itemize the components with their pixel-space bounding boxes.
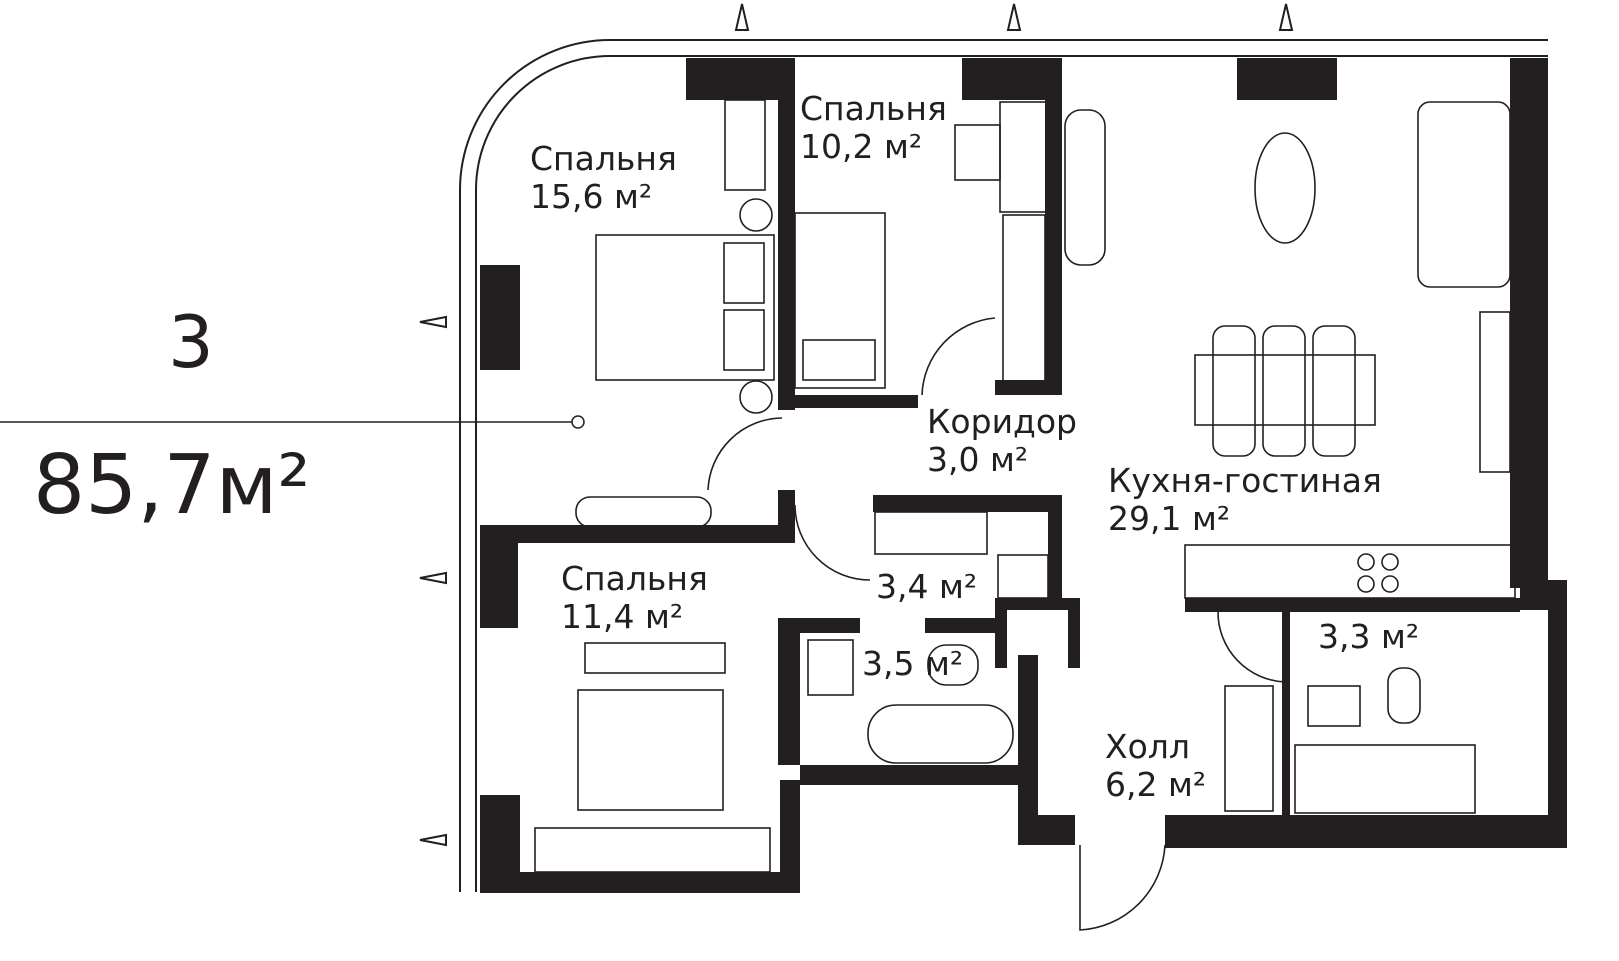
room-label-wardrobe: 3,4 м² (876, 567, 978, 606)
room-label-bathroom-2: 3,3 м² (1318, 617, 1420, 656)
area-pointer (0, 415, 585, 429)
dining-table (1194, 354, 1376, 426)
sofa (1417, 101, 1511, 288)
bed-bedroom-1 (595, 234, 775, 381)
bed-bedroom-3 (577, 689, 724, 811)
bed-bedroom-2 (794, 212, 886, 389)
kitchen-counter (1184, 544, 1516, 599)
furniture (534, 99, 1516, 931)
facade-windows (419, 3, 1548, 892)
room-label-bathroom: 3,5 м² (862, 644, 964, 683)
bathtub (867, 704, 1014, 764)
rug-ellipse (1254, 132, 1316, 244)
toilet (927, 644, 979, 686)
rooms-count: 3 (168, 300, 214, 384)
total-area: 85,7м² (33, 438, 311, 533)
